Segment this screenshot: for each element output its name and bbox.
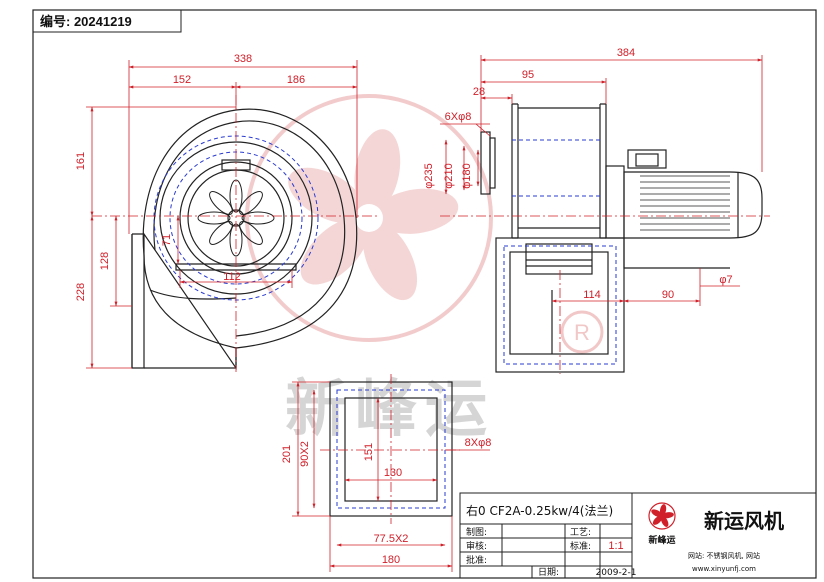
dim-128: 128 [99, 252, 111, 270]
model-title: 右0 CF2A-0.25kw/4(法兰) [466, 503, 613, 518]
front-centerlines [92, 95, 380, 372]
company-name: 新运风机 [704, 509, 784, 533]
dim-228: 228 [75, 283, 87, 301]
svg-text:R: R [574, 320, 590, 345]
date-value: 2009-2-1 [596, 568, 637, 578]
dim-384: 384 [617, 47, 635, 59]
flange-centerlines [320, 374, 460, 524]
motor-fins [640, 175, 730, 231]
dim-28: 28 [473, 86, 485, 98]
dim-186: 186 [287, 74, 305, 86]
dim-130: 130 [384, 467, 402, 479]
serial-number: 编号: 20241219 [40, 14, 132, 29]
dim-112: 112 [223, 271, 241, 283]
dim-phi210: φ210 [443, 163, 455, 189]
serial-box [32, 9, 182, 33]
sheet-border [32, 9, 817, 579]
dim-95: 95 [522, 69, 534, 81]
dim-151: 151 [363, 443, 375, 461]
company-website-url: www.xinyunfj.com [692, 565, 756, 573]
dim-phi235: φ235 [423, 163, 435, 189]
dim-114: 114 [583, 289, 601, 301]
logo-caption: 新峰运 [648, 534, 676, 546]
dim-71: 71 [161, 234, 173, 246]
dim-phi180: φ180 [461, 163, 473, 189]
drafter-label: 制图: [466, 526, 487, 538]
scale-label: 标准: [570, 540, 591, 552]
side-centerlines [440, 215, 770, 374]
dim-180: 180 [382, 554, 400, 566]
dim-phi7: φ7 [719, 274, 732, 286]
side-dimension-lines [440, 55, 763, 306]
registered-mark: R [560, 310, 604, 354]
scale-value: 1:1 [608, 540, 623, 552]
reviewer-label: 审核: [466, 540, 487, 552]
dim-161: 161 [75, 152, 87, 170]
dim-90x2: 90X2 [299, 441, 311, 467]
dim-6x8-holes: 6Xφ8 [445, 111, 472, 123]
company-logo-icon [648, 502, 676, 530]
process-label: 工艺: [570, 527, 591, 538]
approver-label: 批准: [466, 554, 487, 566]
title-block-frame [459, 492, 817, 579]
dim-77-5x2: 77.5X2 [374, 533, 409, 545]
company-website-line: 网站: 不锈钢风机, 网站 [688, 551, 760, 560]
dim-152: 152 [173, 74, 191, 86]
side-view [480, 103, 763, 373]
watermark-text: 新峰运 [285, 372, 495, 445]
dim-338: 338 [234, 53, 252, 65]
watermark-logo [245, 94, 493, 342]
side-hidden-lines [503, 139, 617, 365]
front-dimension-lines [86, 60, 358, 369]
flange-dimension-lines [292, 381, 490, 572]
dim-201: 201 [281, 445, 293, 463]
date-label: 日期: [538, 567, 559, 578]
dim-8x8-holes: 8Xφ8 [465, 437, 492, 449]
dim-90: 90 [662, 289, 674, 301]
